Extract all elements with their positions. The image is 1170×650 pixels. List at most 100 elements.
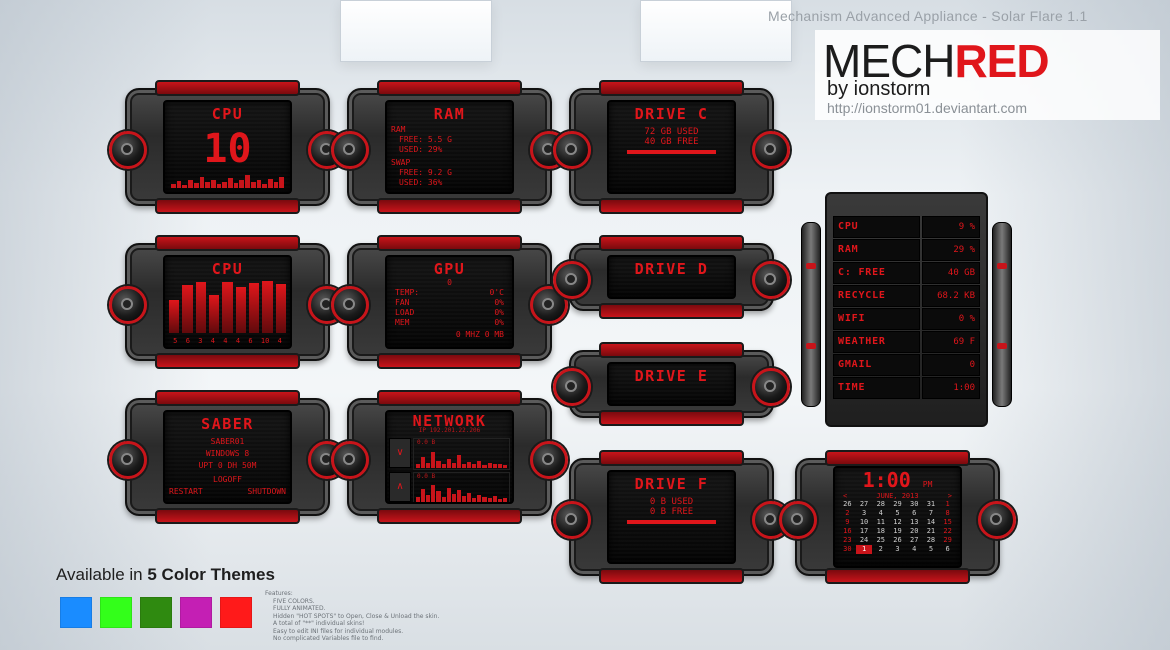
right-knob-icon[interactable]: [752, 131, 790, 169]
calendar-day[interactable]: 6: [912, 509, 917, 517]
calendar-day[interactable]: 28: [926, 536, 936, 544]
calendar-day[interactable]: 23: [843, 536, 852, 544]
calendar-day[interactable]: 30: [909, 500, 919, 508]
right-knob-icon[interactable]: [752, 368, 790, 406]
left-knob-icon[interactable]: [109, 131, 147, 169]
right-knob-icon[interactable]: [530, 441, 568, 479]
left-knob-icon[interactable]: [109, 286, 147, 324]
color-theme-swatch[interactable]: [140, 597, 172, 628]
brand-url[interactable]: http://ionstorm01.deviantart.com: [827, 100, 1027, 116]
drive-c-free: 40 GB FREE: [644, 137, 699, 147]
calendar-day[interactable]: 26: [893, 536, 902, 544]
network-widget[interactable]: NETWORK IP 192.201.22.206 ∨ 0.0 B ∧ 0.0 …: [331, 390, 568, 524]
color-theme-swatch[interactable]: [60, 597, 92, 628]
calendar-day[interactable]: 20: [909, 527, 919, 535]
calendar-day[interactable]: 1: [945, 500, 950, 508]
calendar-day[interactable]: 4: [912, 545, 917, 553]
left-knob-icon[interactable]: [331, 286, 369, 324]
color-theme-swatch[interactable]: [220, 597, 252, 628]
calendar-day[interactable]: 29: [893, 500, 902, 508]
color-theme-swatch[interactable]: [100, 597, 132, 628]
cpu-widget[interactable]: CPU 10: [109, 80, 346, 214]
calendar-day[interactable]: 11: [876, 518, 885, 526]
calendar-day[interactable]: 24: [859, 536, 869, 544]
restart-button[interactable]: RESTART: [169, 487, 203, 496]
calendar-day[interactable]: 31: [926, 500, 936, 508]
calendar-day[interactable]: 2: [845, 509, 850, 517]
calendar-prev-icon[interactable]: <: [843, 492, 848, 500]
calendar-day[interactable]: 10: [859, 518, 869, 526]
cpu-screen: CPU 10: [163, 100, 292, 194]
drive-e-widget[interactable]: DRIVE E: [553, 342, 790, 426]
drive-d-widget[interactable]: DRIVE D: [553, 235, 790, 319]
calendar-day[interactable]: 7: [928, 509, 934, 517]
calendar-day[interactable]: 19: [893, 527, 902, 535]
drive-c-widget[interactable]: DRIVE C 72 GB USED 40 GB FREE: [553, 80, 790, 214]
calendar-day[interactable]: 6: [945, 545, 950, 553]
calendar-next-icon[interactable]: >: [947, 492, 952, 500]
calendar-day[interactable]: 13: [909, 518, 919, 526]
calendar-day[interactable]: 5: [895, 509, 900, 517]
network-screen: NETWORK IP 192.201.22.206 ∨ 0.0 B ∧ 0.0 …: [385, 410, 514, 504]
saber-widget[interactable]: SABER SABER01 WINDOWS 8 UPT 0 DH 50M LOG…: [109, 390, 346, 524]
logoff-button[interactable]: LOGOFF: [213, 475, 242, 484]
system-row-value: 40 GB: [922, 262, 980, 284]
chevron-up-icon[interactable]: ∧: [389, 472, 411, 502]
left-knob-icon[interactable]: [553, 131, 591, 169]
calendar-day[interactable]: 26: [843, 500, 852, 508]
shutdown-button[interactable]: SHUTDOWN: [247, 487, 286, 496]
gpu-fan-label: FAN: [395, 298, 410, 307]
calendar-day[interactable]: 8: [945, 509, 950, 517]
calendar-day[interactable]: 21: [926, 527, 936, 535]
feature-item: A total of "**" individual skins!: [273, 620, 365, 627]
calendar-day[interactable]: 17: [859, 527, 869, 535]
left-knob-icon[interactable]: [553, 368, 591, 406]
calendar-day[interactable]: 2: [878, 545, 883, 553]
left-knob-icon[interactable]: [779, 501, 817, 539]
calendar-day[interactable]: 30: [843, 545, 852, 553]
calendar-day[interactable]: 22: [943, 527, 952, 535]
calendar-day[interactable]: 16: [843, 527, 852, 535]
left-knob-icon[interactable]: [553, 261, 591, 299]
calendar-day[interactable]: 12: [893, 518, 902, 526]
chevron-down-icon[interactable]: ∨: [389, 438, 411, 468]
right-knob-icon[interactable]: [978, 501, 1016, 539]
drive-f-widget[interactable]: DRIVE F 0 B USED 0 B FREE: [553, 450, 790, 584]
color-theme-swatch[interactable]: [180, 597, 212, 628]
calendar-day[interactable]: 14: [926, 518, 936, 526]
calendar-day[interactable]: 18: [876, 527, 885, 535]
calendar-day[interactable]: 27: [859, 500, 869, 508]
ram-widget[interactable]: RAM RAM FREE: 5.5 G USED: 29% SWAP FREE:…: [331, 80, 568, 214]
left-knob-icon[interactable]: [331, 441, 369, 479]
calendar-day[interactable]: 28: [876, 500, 885, 508]
calendar-day[interactable]: 4: [878, 509, 883, 517]
calendar-day[interactable]: 27: [909, 536, 919, 544]
drive-d-screen: DRIVE D: [607, 255, 736, 299]
calendar-day[interactable]: 29: [943, 536, 952, 544]
calendar-day[interactable]: 3: [895, 545, 900, 553]
calendar-day[interactable]: 3: [861, 509, 867, 517]
calendar-day[interactable]: 5: [928, 545, 934, 553]
left-knob-icon[interactable]: [109, 441, 147, 479]
calendar-day[interactable]: 1: [855, 545, 873, 554]
left-knob-icon[interactable]: [331, 131, 369, 169]
right-knob-icon[interactable]: [752, 261, 790, 299]
calendar-day[interactable]: 15: [943, 518, 952, 526]
swap-free: FREE: 9.2 G: [399, 168, 452, 177]
calendar-day[interactable]: 25: [876, 536, 885, 544]
calendar-day[interactable]: 9: [845, 518, 850, 526]
left-knob-icon[interactable]: [553, 501, 591, 539]
